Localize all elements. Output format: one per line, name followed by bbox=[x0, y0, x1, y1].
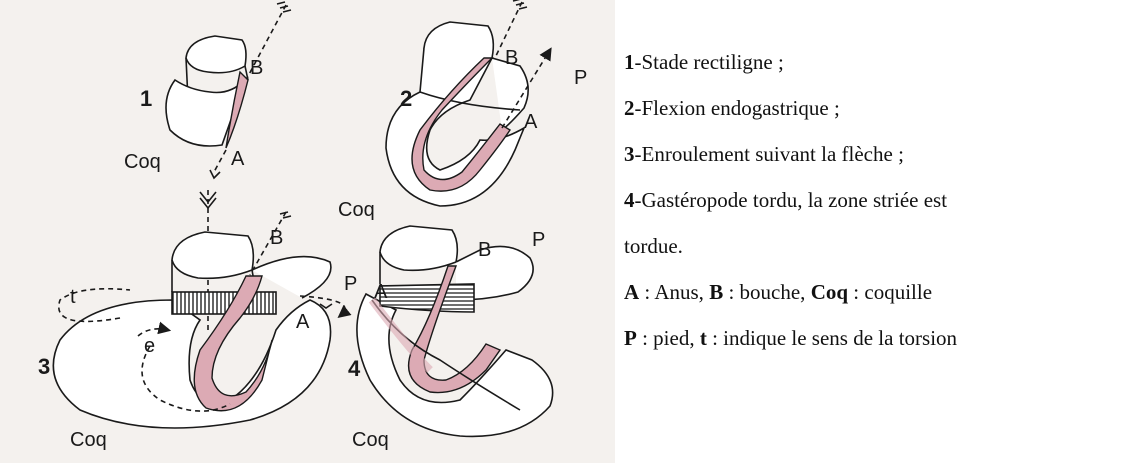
legend-item-4-continued: tordue. bbox=[624, 236, 1119, 257]
legend-text: -Flexion endogastrique ; bbox=[635, 96, 840, 120]
legend-abbreviations-2: P : pied, t : indique le sens de la tors… bbox=[624, 328, 1119, 349]
legend-text: tordue. bbox=[624, 234, 683, 258]
legend-text: -Enroulement suivant la flèche ; bbox=[635, 142, 904, 166]
legend-text: -Stade rectiligne ; bbox=[635, 50, 784, 74]
label-torsion-direction: t bbox=[70, 286, 76, 308]
label-foot-2: P bbox=[574, 67, 587, 89]
label-anus-4: A bbox=[374, 281, 388, 303]
label-anus-3: A bbox=[296, 311, 310, 333]
abbr-value: : indique le sens de la torsion bbox=[707, 326, 957, 350]
label-shell-1: Coq bbox=[124, 151, 161, 173]
abbr-key: t bbox=[700, 326, 707, 350]
label-e: e bbox=[144, 335, 155, 357]
legend-number: 1 bbox=[624, 50, 635, 74]
abbr-key: B bbox=[709, 280, 723, 304]
abbr-value: : Anus, bbox=[639, 280, 709, 304]
label-foot-3: P bbox=[344, 273, 357, 295]
figure-legend: 1-Stade rectiligne ; 2-Flexion endogastr… bbox=[624, 52, 1119, 374]
legend-number: 4 bbox=[624, 188, 635, 212]
label-anus-2: A bbox=[524, 111, 538, 133]
stage-2-number: 2 bbox=[400, 86, 412, 111]
stage-4-number: 4 bbox=[348, 356, 361, 381]
stage-3-number: 3 bbox=[38, 354, 50, 379]
label-mouth-3: B bbox=[270, 227, 283, 249]
label-shell-3: Coq bbox=[70, 429, 107, 451]
legend-text: -Gastéropode tordu, la zone striée est bbox=[635, 188, 948, 212]
label-foot-4: P bbox=[532, 229, 545, 251]
legend-number: 2 bbox=[624, 96, 635, 120]
legend-item-4: 4-Gastéropode tordu, la zone striée est bbox=[624, 190, 1119, 211]
legend-item-2: 2-Flexion endogastrique ; bbox=[624, 98, 1119, 119]
legend-abbreviations-1: A : Anus, B : bouche, Coq : coquille bbox=[624, 282, 1119, 303]
legend-number: 3 bbox=[624, 142, 635, 166]
stage-1-number: 1 bbox=[140, 86, 152, 111]
torsion-diagram: 1 B Coq A 2 B P A Coq bbox=[0, 0, 615, 463]
abbr-value: : coquille bbox=[848, 280, 932, 304]
label-mouth-4: B bbox=[478, 239, 491, 261]
label-mouth-1: B bbox=[250, 57, 263, 79]
abbr-value: : bouche, bbox=[723, 280, 810, 304]
label-anus-1: A bbox=[231, 148, 245, 170]
abbr-key: A bbox=[624, 280, 639, 304]
label-mouth-2: B bbox=[505, 47, 518, 69]
label-shell-4: Coq bbox=[352, 429, 389, 451]
legend-item-3: 3-Enroulement suivant la flèche ; bbox=[624, 144, 1119, 165]
legend-item-1: 1-Stade rectiligne ; bbox=[624, 52, 1119, 73]
abbr-key: Coq bbox=[811, 280, 848, 304]
abbr-value: : pied, bbox=[637, 326, 700, 350]
abbr-key: P bbox=[624, 326, 637, 350]
label-shell-2: Coq bbox=[338, 199, 375, 221]
